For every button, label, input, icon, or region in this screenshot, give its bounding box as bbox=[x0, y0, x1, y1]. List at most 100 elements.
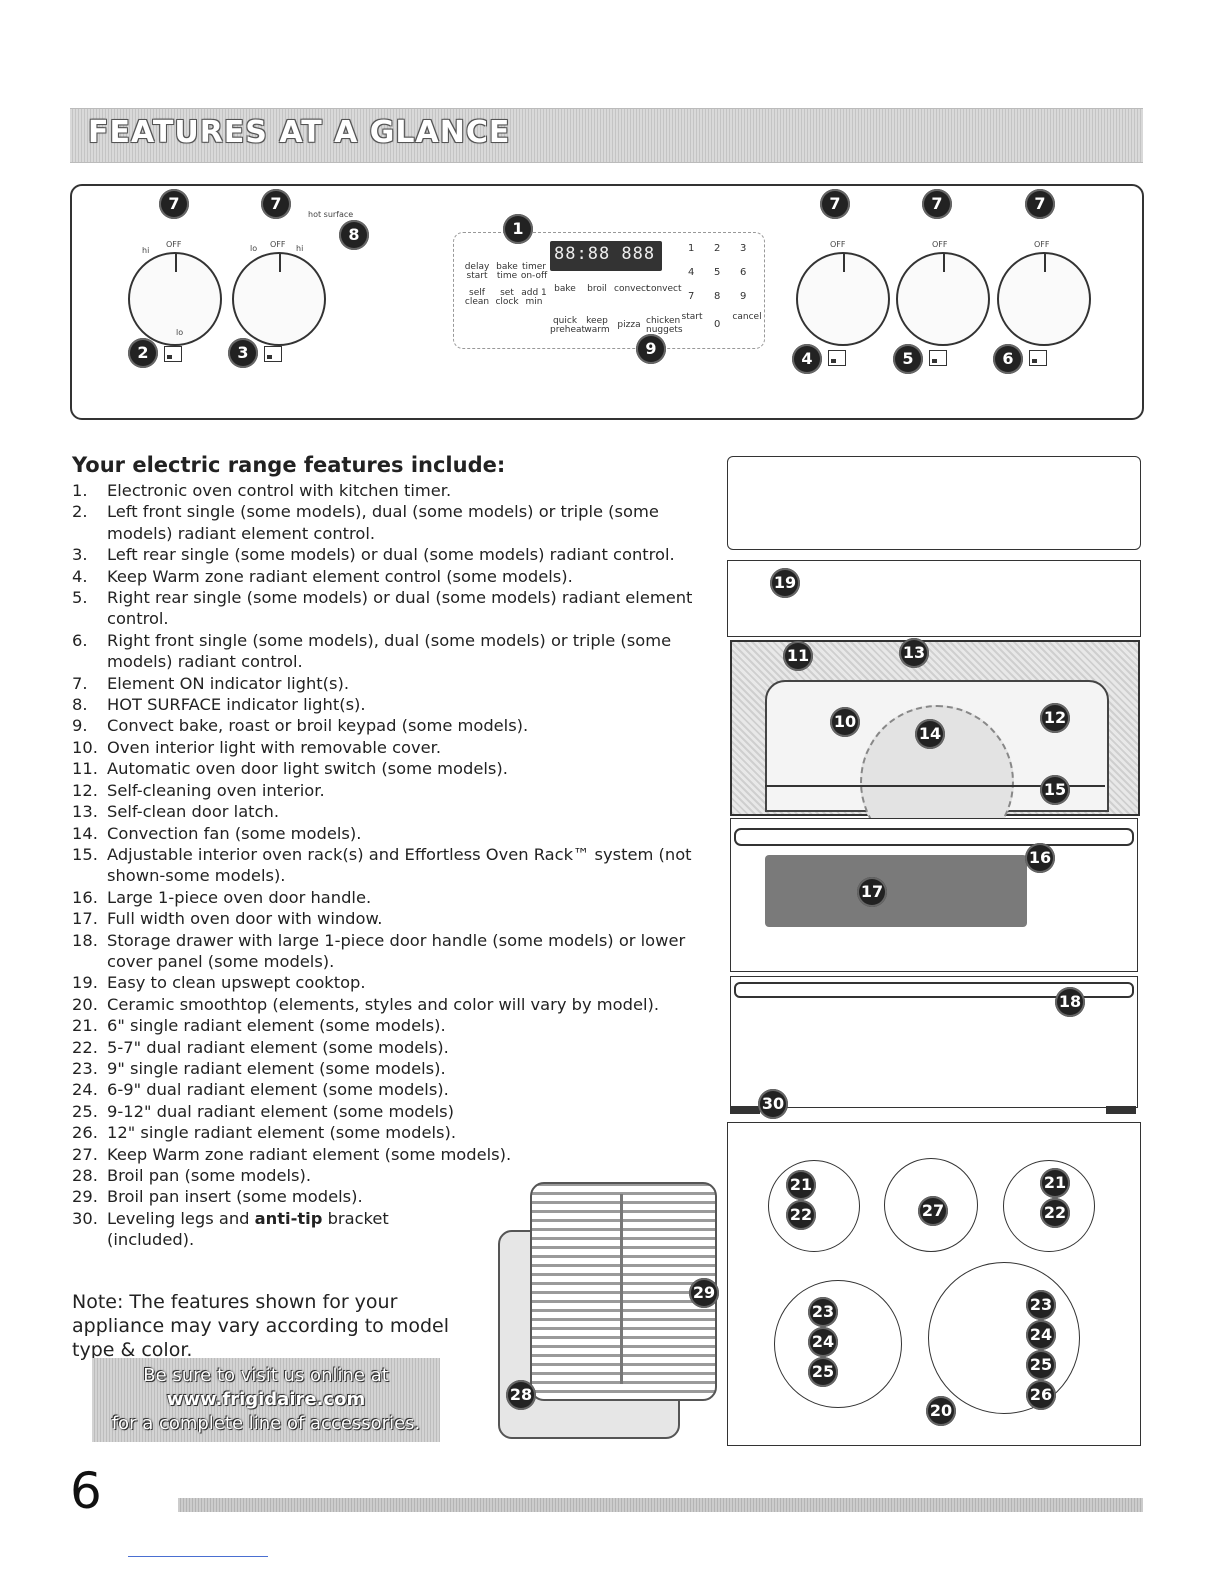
element-icon bbox=[264, 346, 282, 362]
section-banner: FEATURES AT A GLANCE bbox=[70, 108, 1143, 163]
key-keep-warm: keep warm bbox=[584, 316, 610, 335]
callout-17: 17 bbox=[857, 877, 887, 907]
drawer-handle bbox=[734, 982, 1134, 998]
section-title: FEATURES AT A GLANCE bbox=[88, 115, 511, 150]
numpad-key: 4 bbox=[688, 267, 695, 278]
clock-display: 88:88 888 bbox=[550, 241, 662, 271]
key-chicken-nuggets: chicken nuggets bbox=[646, 316, 683, 335]
numpad-key: 2 bbox=[714, 243, 721, 254]
key-convect: convect bbox=[646, 284, 682, 294]
list-item: 2.Left front single (some models), dual … bbox=[72, 502, 659, 543]
callout-16: 16 bbox=[1025, 843, 1055, 873]
list-item: 25.9-12" dual radiant element (some mode… bbox=[72, 1101, 455, 1121]
element-icon bbox=[164, 346, 182, 362]
element-icon bbox=[929, 350, 947, 366]
footer-bar bbox=[178, 1498, 1143, 1512]
list-item: 23.9" single radiant element (some model… bbox=[72, 1058, 446, 1078]
callout-24: 24 bbox=[1026, 1320, 1056, 1350]
visit-line-1: Be sure to visit us online at bbox=[143, 1365, 389, 1386]
visit-website-box: Be sure to visit us online at www.frigid… bbox=[92, 1358, 440, 1442]
list-item: 13.Self-clean door latch. bbox=[72, 802, 280, 822]
callout-22: 22 bbox=[786, 1200, 816, 1230]
list-item: 21.6" single radiant element (some model… bbox=[72, 1016, 446, 1036]
callout-18: 18 bbox=[1055, 987, 1085, 1017]
knob-label-hi: hi bbox=[296, 244, 304, 253]
callout-12: 12 bbox=[1040, 703, 1070, 733]
website-link[interactable]: www.frigidaire.com bbox=[166, 1389, 366, 1410]
callout-29: 29 bbox=[689, 1278, 719, 1308]
list-item: 19.Easy to clean upswept cooktop. bbox=[72, 973, 366, 993]
left-rear-element bbox=[768, 1160, 860, 1252]
callout-7: 7 bbox=[1025, 189, 1055, 219]
knob-label-off: OFF bbox=[830, 240, 846, 249]
list-item: 1.Electronic oven control with kitchen t… bbox=[72, 481, 452, 500]
list-item: 9.Convect bake, roast or broil keypad (s… bbox=[72, 716, 529, 736]
callout-6: 6 bbox=[993, 344, 1023, 374]
numpad-key: 7 bbox=[688, 291, 695, 302]
callout-25: 25 bbox=[1026, 1350, 1056, 1380]
callout-30: 30 bbox=[758, 1089, 788, 1119]
callout-14: 14 bbox=[915, 719, 945, 749]
key-convect: convect bbox=[614, 284, 650, 294]
key-add-1-min: add 1 min bbox=[521, 288, 547, 307]
knob-label-hi: hi bbox=[142, 246, 150, 255]
list-item: 27.Keep Warm zone radiant element (some … bbox=[72, 1144, 512, 1164]
key-pizza: pizza bbox=[617, 320, 641, 330]
callout-10: 10 bbox=[830, 707, 860, 737]
callout-26: 26 bbox=[1026, 1380, 1056, 1410]
key-delay-start: delay start bbox=[464, 262, 490, 281]
keep-warm-element bbox=[884, 1158, 978, 1252]
hot-surface-label: hot surface bbox=[308, 210, 354, 219]
key-start: start bbox=[681, 312, 703, 322]
callout-8: 8 bbox=[339, 220, 369, 250]
callout-13: 13 bbox=[899, 638, 929, 668]
numpad-key: 3 bbox=[740, 243, 747, 254]
list-item: 11.Automatic oven door light switch (som… bbox=[72, 759, 508, 779]
note-text: Note: The features shown for your applia… bbox=[72, 1291, 449, 1361]
callout-22: 22 bbox=[1040, 1198, 1070, 1228]
features-list: 1.Electronic oven control with kitchen t… bbox=[72, 480, 712, 1251]
callout-21: 21 bbox=[1040, 1168, 1070, 1198]
numpad-key: 6 bbox=[740, 267, 747, 278]
key-bake: bake bbox=[554, 284, 576, 294]
callout-7: 7 bbox=[261, 189, 291, 219]
footer-rule bbox=[128, 1556, 268, 1557]
key-timer: timer on-off bbox=[520, 262, 548, 281]
range-control-panel-small bbox=[727, 456, 1141, 550]
list-item: 4.Keep Warm zone radiant element control… bbox=[72, 566, 573, 586]
callout-15: 15 bbox=[1040, 775, 1070, 805]
list-item: 20.Ceramic smoothtop (elements, styles a… bbox=[72, 994, 660, 1014]
list-item: 16.Large 1-piece oven door handle. bbox=[72, 887, 372, 907]
knob-left-rear bbox=[232, 252, 326, 346]
callout-7: 7 bbox=[922, 189, 952, 219]
callout-21: 21 bbox=[786, 1170, 816, 1200]
oven-rack bbox=[765, 785, 1105, 787]
callout-3: 3 bbox=[228, 338, 258, 368]
knob-right-rear bbox=[896, 252, 990, 346]
knob-label-off: OFF bbox=[932, 240, 948, 249]
knob-label-off: OFF bbox=[1034, 240, 1050, 249]
list-item: 8.HOT SURFACE indicator light(s). bbox=[72, 695, 366, 715]
knob-right-front bbox=[997, 252, 1091, 346]
list-item: 10.Oven interior light with removable co… bbox=[72, 737, 442, 757]
leveling-legs bbox=[730, 1106, 1136, 1114]
element-icon bbox=[1029, 350, 1047, 366]
electronic-oven-control: 88:88 888 delay start bake time timer on… bbox=[453, 232, 765, 349]
features-heading: Your electric range features include: bbox=[72, 453, 506, 477]
numpad-key: 0 bbox=[714, 319, 721, 330]
list-item: 7.Element ON indicator light(s). bbox=[72, 673, 350, 693]
list-item: 24.6-9" dual radiant element (some model… bbox=[72, 1080, 449, 1100]
callout-20: 20 bbox=[926, 1396, 956, 1426]
list-item: 5.Right rear single (some models) or dua… bbox=[72, 588, 693, 629]
callout-2: 2 bbox=[128, 338, 158, 368]
callout-27: 27 bbox=[918, 1196, 948, 1226]
callout-7: 7 bbox=[820, 189, 850, 219]
callout-4: 4 bbox=[792, 344, 822, 374]
page-number: 6 bbox=[70, 1462, 102, 1520]
key-quick-preheat: quick preheat bbox=[550, 316, 586, 335]
callout-7: 7 bbox=[159, 189, 189, 219]
right-rear-element bbox=[1003, 1160, 1095, 1252]
oven-door-handle bbox=[734, 828, 1134, 846]
knob-label-off: OFF bbox=[166, 240, 182, 249]
oven-door-window bbox=[765, 855, 1027, 927]
